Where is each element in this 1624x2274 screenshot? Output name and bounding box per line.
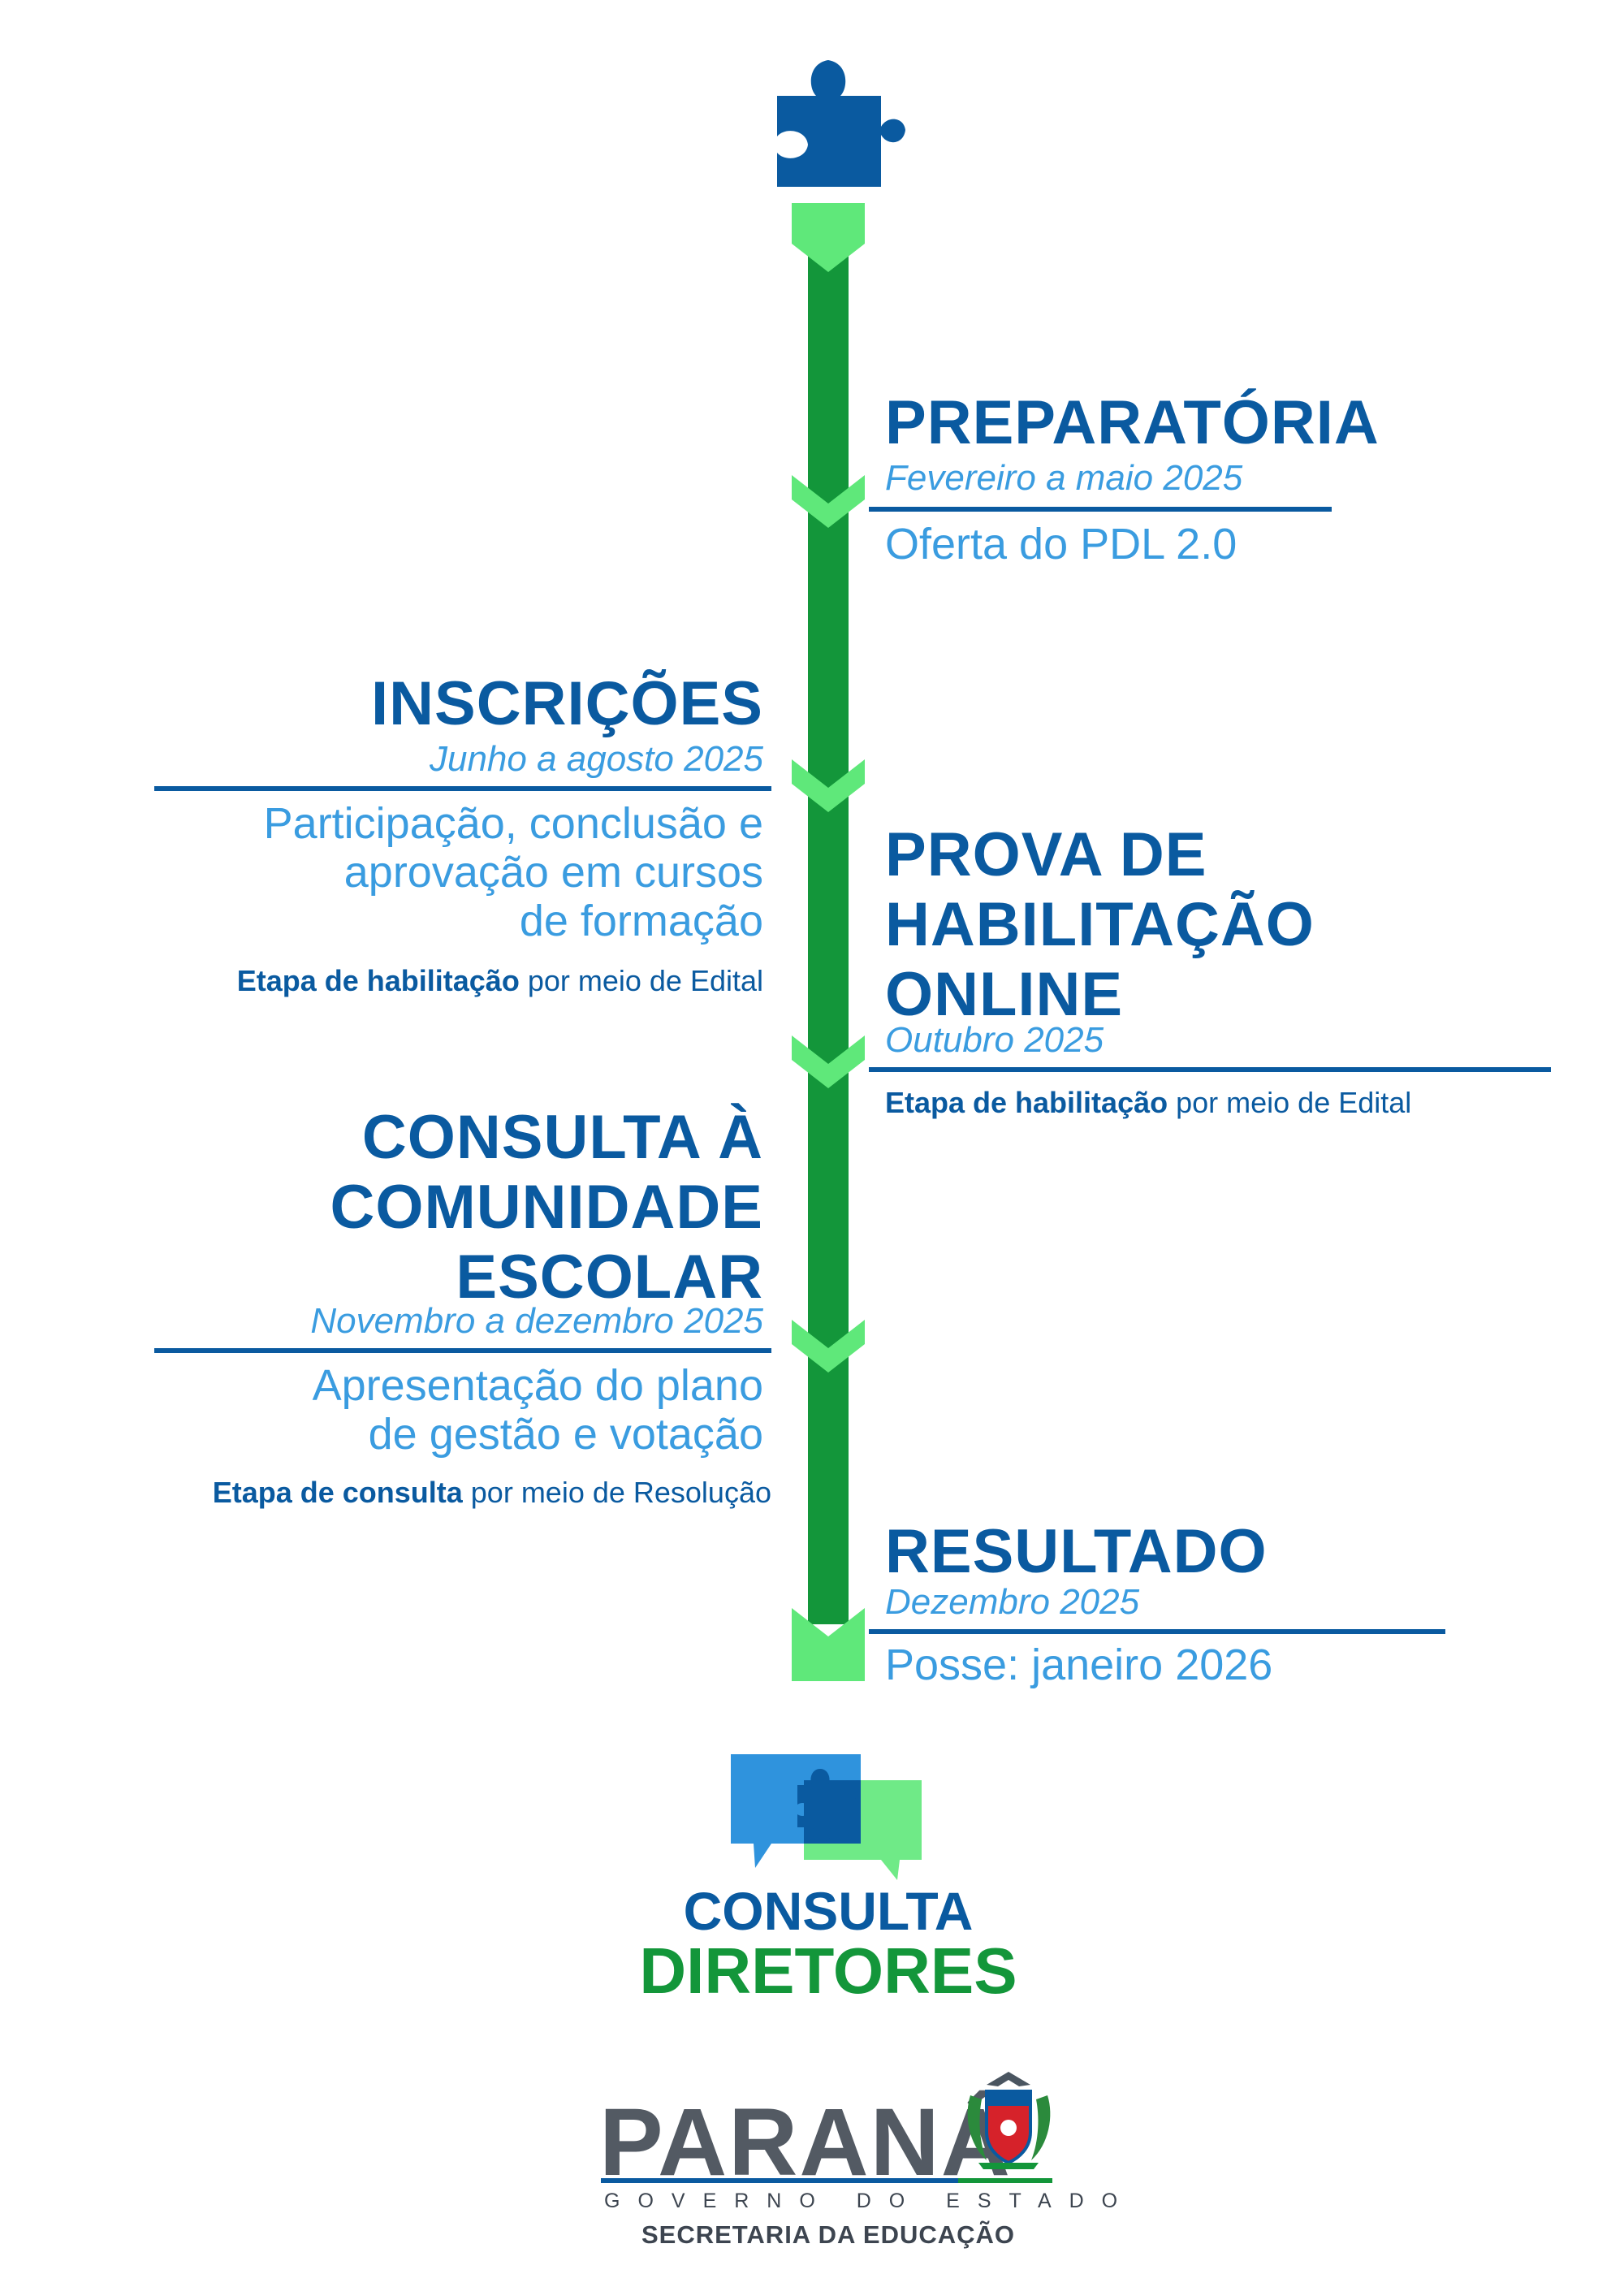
timeline-start-cap [792, 203, 865, 272]
title-line: ESCOLAR [456, 1243, 763, 1312]
timeline-chevron [792, 759, 865, 812]
stage-inscricoes-desc: Participação, conclusão e aprovação em c… [122, 799, 763, 945]
title-line: ONLINE [885, 960, 1124, 1029]
stage-preparatoria-title: PREPARATÓRIA [885, 388, 1380, 457]
parana-subtitle: GOVERNO DO ESTADO [604, 2190, 1136, 2212]
note-text: por meio de Edital [1168, 1086, 1412, 1119]
chat-bubbles-puzzle-icon [731, 1754, 922, 1880]
note-bold: Etapa de consulta [212, 1476, 463, 1509]
stage-inscricoes-date: Junho a agosto 2025 [429, 739, 763, 779]
stage-consulta-title: CONSULTA À COMUNIDADE ESCOLAR [154, 1103, 763, 1312]
timeline-track [792, 203, 865, 1681]
stage-consulta-date: Novembro a dezembro 2025 [310, 1301, 763, 1341]
stage-inscricoes-title: INSCRIÇÕES [371, 669, 763, 738]
brand-line-1: CONSULTA [683, 1881, 974, 1941]
desc-line: Apresentação do plano [312, 1361, 763, 1410]
stage-prova-date: Outubro 2025 [885, 1020, 1104, 1060]
note-text: por meio de Resolução [462, 1476, 771, 1509]
logo-rule-green [958, 2178, 1052, 2183]
logo-rule-blue [601, 2178, 1052, 2183]
coat-of-arms-icon [967, 2072, 1051, 2169]
timeline-bar [808, 244, 849, 1624]
brand-line-2: DIRETORES [639, 1935, 1017, 2007]
note-bold: Etapa de habilitação [885, 1086, 1168, 1119]
desc-line: de gestão e votação [368, 1410, 763, 1459]
desc-line: Participação, conclusão e [263, 799, 763, 848]
title-line: PROVA DE [885, 820, 1207, 889]
stage-preparatoria-date: Fevereiro a maio 2025 [885, 458, 1243, 498]
desc-line: de formação [519, 897, 763, 945]
puzzle-piece-small [797, 1769, 856, 1842]
timeline-chevron [792, 1320, 865, 1373]
timeline-chevron [792, 1035, 865, 1088]
desc-line: aprovação em cursos [343, 848, 763, 897]
title-line: CONSULTA À [361, 1103, 763, 1172]
title-line: HABILITAÇÃO [885, 890, 1315, 959]
note-bold: Etapa de habilitação [236, 964, 520, 997]
stage-prova-divider [869, 1067, 1551, 1072]
stage-preparatoria-desc: Oferta do PDL 2.0 [885, 520, 1237, 568]
stage-resultado-title: RESULTADO [885, 1517, 1268, 1586]
parana-logo-text: PARANÁ [599, 2089, 1013, 2196]
stage-consulta-divider [154, 1348, 771, 1353]
note-text: por meio de Edital [519, 964, 763, 997]
stage-consulta-desc: Apresentação do plano de gestão e votaçã… [122, 1361, 763, 1459]
department-name: SECRETARIA DA EDUCAÇÃO [641, 2220, 1016, 2249]
timeline-chevron [792, 475, 865, 528]
timeline-end-cap [792, 1608, 865, 1681]
title-line: COMUNIDADE [330, 1173, 763, 1242]
stage-resultado-divider [869, 1629, 1445, 1634]
stage-inscricoes-divider [154, 786, 771, 791]
stage-resultado-date: Dezembro 2025 [885, 1582, 1140, 1622]
stage-prova-title: PROVA DE HABILITAÇÃO ONLINE [885, 820, 1315, 1030]
stage-consulta-note: Etapa de consulta por meio de Resolução [122, 1475, 771, 1511]
stage-prova-note: Etapa de habilitação por meio de Edital [885, 1085, 1411, 1121]
stage-inscricoes-note: Etapa de habilitação por meio de Edital [122, 963, 763, 999]
puzzle-piece-icon [777, 60, 905, 187]
stage-resultado-desc: Posse: janeiro 2026 [885, 1641, 1273, 1689]
stage-preparatoria-divider [869, 507, 1332, 512]
